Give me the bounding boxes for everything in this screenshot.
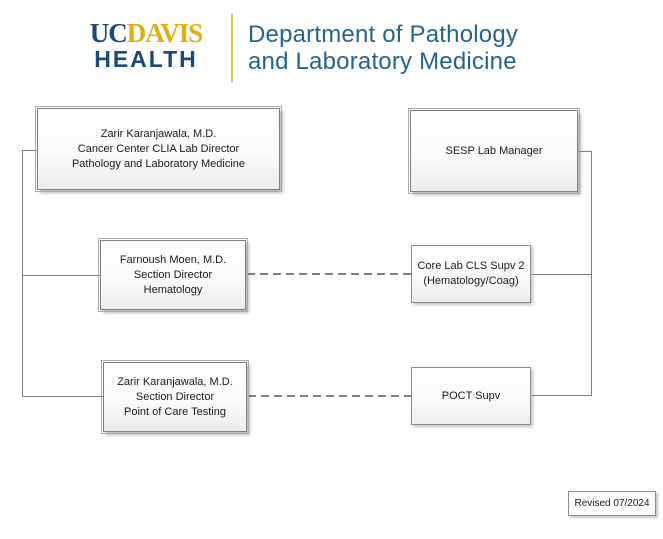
- connector-poctsupv-to-right: [532, 395, 591, 396]
- org-box-line: Pathology and Laboratory Medicine: [71, 157, 246, 170]
- logo-divider: [231, 14, 233, 82]
- logo-uc-text: UC: [89, 18, 128, 48]
- dashed-connector-poctdir-to-poctsupv: [248, 395, 411, 397]
- org-box-line: POCT Supv: [441, 389, 501, 402]
- connector-corelab-to-right: [532, 274, 591, 275]
- org-box-core-lab-cls-supv: Core Lab CLS Supv 2 (Hematology/Coag): [411, 245, 531, 303]
- org-box-line: Hematology: [143, 283, 203, 296]
- org-box-line: Section Director: [135, 390, 215, 403]
- page-title-line2: and Laboratory Medicine: [248, 48, 517, 75]
- revised-date-label: Revised 07/2024: [574, 498, 650, 509]
- org-box-line: Zarir Karanjawala, M.D.: [117, 375, 233, 388]
- org-box-line: Point of Care Testing: [124, 405, 226, 418]
- logo-wordmark: UCDAVIS: [86, 20, 206, 47]
- org-box-line: SESP Lab Manager: [445, 144, 543, 157]
- connector-left-to-clia-director: [22, 150, 37, 151]
- org-box-line: (Hematology/Coag): [423, 275, 519, 287]
- dashed-connector-hematology-to-corelab: [247, 273, 411, 275]
- org-box-line: Section Director: [133, 268, 213, 281]
- org-box-hematology-section-director: Farnoush Moen, M.D. Section Director Hem…: [98, 238, 248, 312]
- connector-sesp-to-right: [578, 151, 591, 152]
- logo-davis-text: DAVIS: [126, 18, 204, 48]
- org-box-poct-supv: POCT Supv: [411, 367, 531, 425]
- ucdavis-health-logo: UCDAVIS HEALTH: [86, 20, 206, 72]
- logo-health-text: HEALTH: [94, 46, 198, 72]
- page-title: Department of Pathology and Laboratory M…: [248, 21, 518, 75]
- org-box-clia-lab-director: Zarir Karanjawala, M.D. Cancer Center CL…: [35, 106, 282, 192]
- org-box-line: Farnoush Moen, M.D.: [119, 253, 227, 266]
- org-box-poct-section-director: Zarir Karanjawala, M.D. Section Director…: [101, 360, 249, 434]
- page-title-line1: Department of Pathology: [248, 21, 519, 48]
- org-box-line: Core Lab CLS Supv 2: [417, 260, 525, 272]
- connector-right-vertical: [591, 151, 592, 396]
- org-box-line: Cancer Center CLIA Lab Director: [77, 142, 240, 155]
- connector-left-vertical: [22, 150, 23, 397]
- org-box-line: Zarir Karanjawala, M.D.: [100, 127, 217, 140]
- connector-left-to-hematology-director: [22, 275, 100, 276]
- connector-left-to-poct-director: [22, 396, 103, 397]
- org-box-sesp-lab-manager: SESP Lab Manager: [408, 108, 580, 194]
- revised-date-badge: Revised 07/2024: [568, 491, 656, 516]
